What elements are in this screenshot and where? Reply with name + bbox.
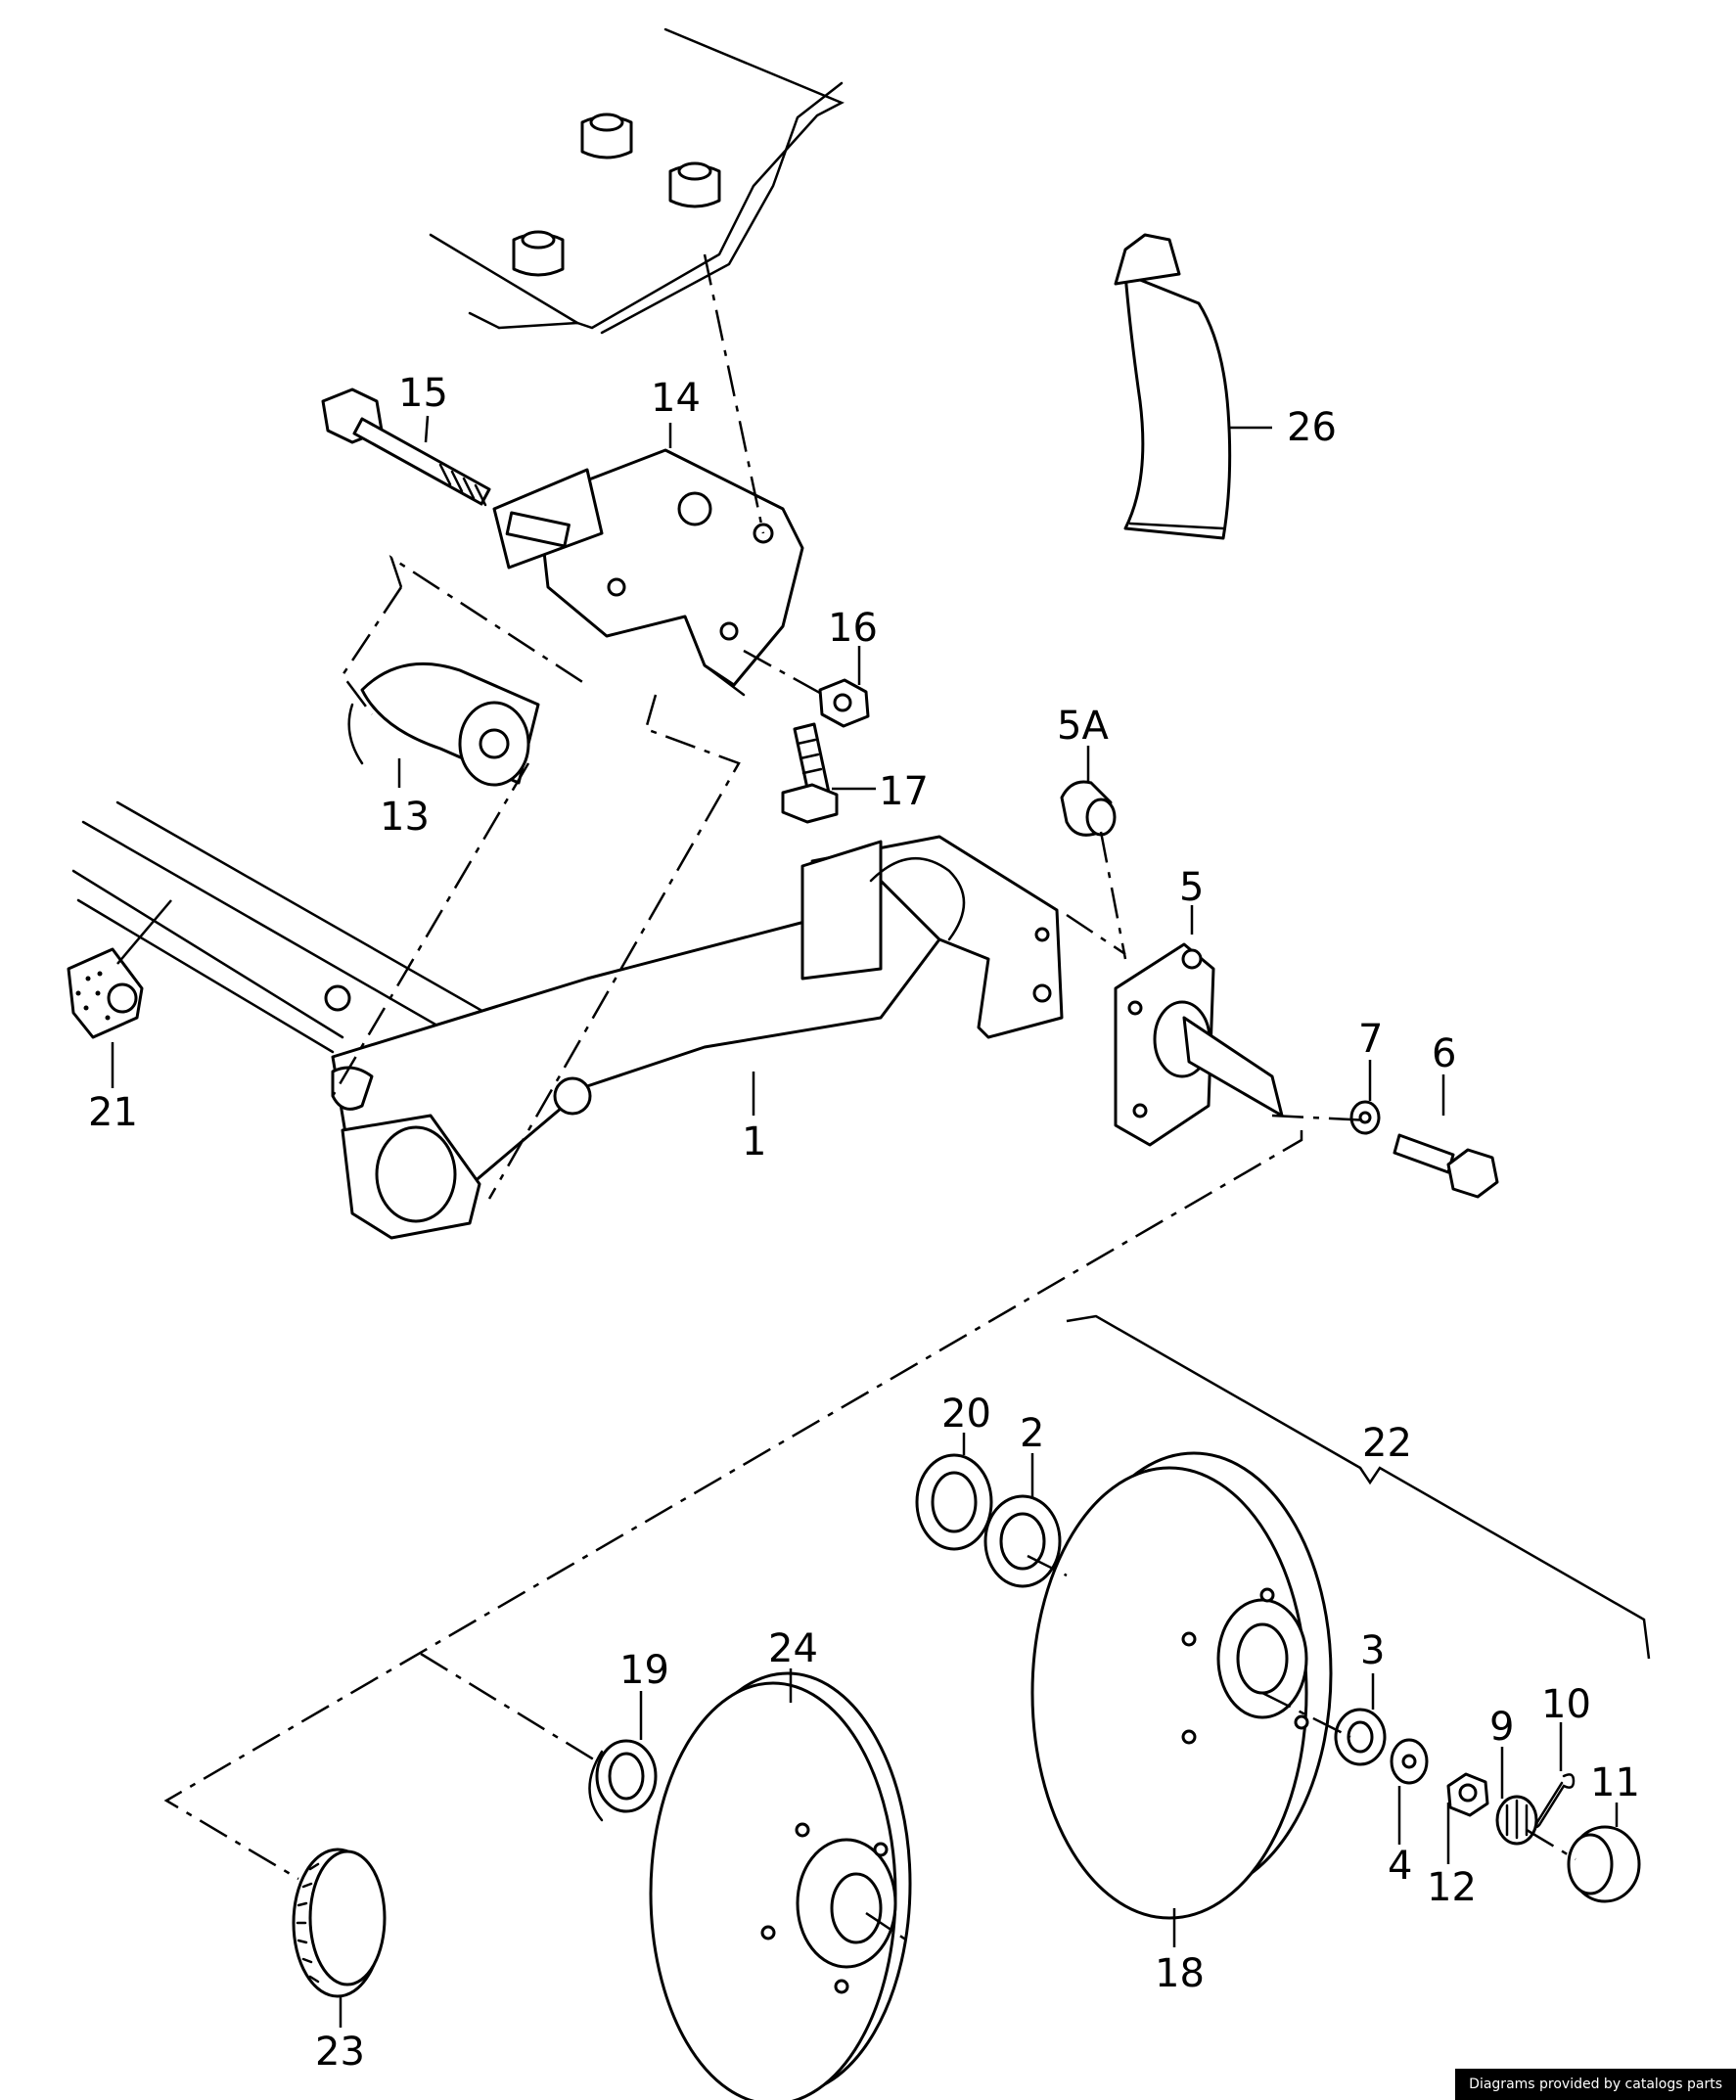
disc-bearing bbox=[588, 1739, 658, 1822]
callout-2: 2 bbox=[1020, 1411, 1044, 1456]
callout-11: 11 bbox=[1590, 1760, 1640, 1805]
callout-5A: 5A bbox=[1057, 704, 1109, 749]
brake-disc bbox=[649, 1671, 912, 2100]
callout-3: 3 bbox=[1360, 1628, 1385, 1673]
callout-6: 6 bbox=[1432, 1031, 1456, 1076]
bearing-seal bbox=[915, 1453, 993, 1551]
callout-12: 12 bbox=[1427, 1865, 1477, 1910]
leader-lines bbox=[111, 415, 1619, 2028]
mounting-bracket bbox=[492, 448, 804, 697]
callout-7: 7 bbox=[1358, 1017, 1383, 1062]
callout-labels: 15 14 26 16 13 17 5A 5 7 6 21 1 20 2 22 … bbox=[88, 371, 1640, 2075]
callout-20: 20 bbox=[941, 1392, 991, 1437]
callout-22: 22 bbox=[1362, 1421, 1412, 1466]
hex-bolt bbox=[1393, 1133, 1499, 1199]
rubber-bushing bbox=[347, 662, 540, 787]
callout-14: 14 bbox=[651, 376, 701, 421]
axle-beam bbox=[71, 800, 1064, 1240]
brake-drum bbox=[1030, 1451, 1333, 1920]
grease-cap bbox=[1567, 1825, 1641, 1903]
callout-21: 21 bbox=[88, 1090, 138, 1135]
stub-axle bbox=[1114, 942, 1284, 1147]
inner-bearing bbox=[1334, 1708, 1387, 1766]
callout-13: 13 bbox=[380, 795, 430, 840]
outer-bearing bbox=[983, 1494, 1062, 1588]
castle-nut bbox=[1446, 1772, 1489, 1817]
callout-17: 17 bbox=[879, 769, 929, 814]
short-bolt bbox=[781, 722, 839, 824]
centerlines bbox=[163, 253, 1576, 1944]
callout-9: 9 bbox=[1489, 1705, 1514, 1750]
callout-26: 26 bbox=[1287, 405, 1337, 450]
long-bolt bbox=[321, 388, 491, 507]
hex-nut bbox=[818, 678, 870, 728]
small-bushing bbox=[1060, 780, 1117, 837]
credit-footer: Diagrams provided by catalogs parts bbox=[1455, 2069, 1736, 2100]
callout-15: 15 bbox=[398, 371, 448, 416]
cotter-pin bbox=[1534, 1773, 1576, 1829]
callout-19: 19 bbox=[619, 1648, 669, 1693]
thrust-washer bbox=[1390, 1738, 1429, 1785]
foam-pad bbox=[67, 947, 144, 1039]
nut-retainer bbox=[1495, 1795, 1538, 1846]
washer bbox=[1349, 1100, 1381, 1135]
callout-16: 16 bbox=[828, 606, 878, 651]
callout-24: 24 bbox=[768, 1626, 818, 1671]
callout-5: 5 bbox=[1179, 865, 1204, 910]
callout-10: 10 bbox=[1541, 1682, 1591, 1727]
callout-18: 18 bbox=[1155, 1951, 1205, 1996]
callout-4: 4 bbox=[1388, 1844, 1412, 1889]
abs-tone-ring bbox=[292, 1848, 387, 1998]
callout-23: 23 bbox=[315, 2030, 365, 2075]
body-floor-panel bbox=[429, 27, 845, 335]
callout-1: 1 bbox=[742, 1119, 766, 1164]
grease-tube bbox=[1114, 233, 1232, 540]
